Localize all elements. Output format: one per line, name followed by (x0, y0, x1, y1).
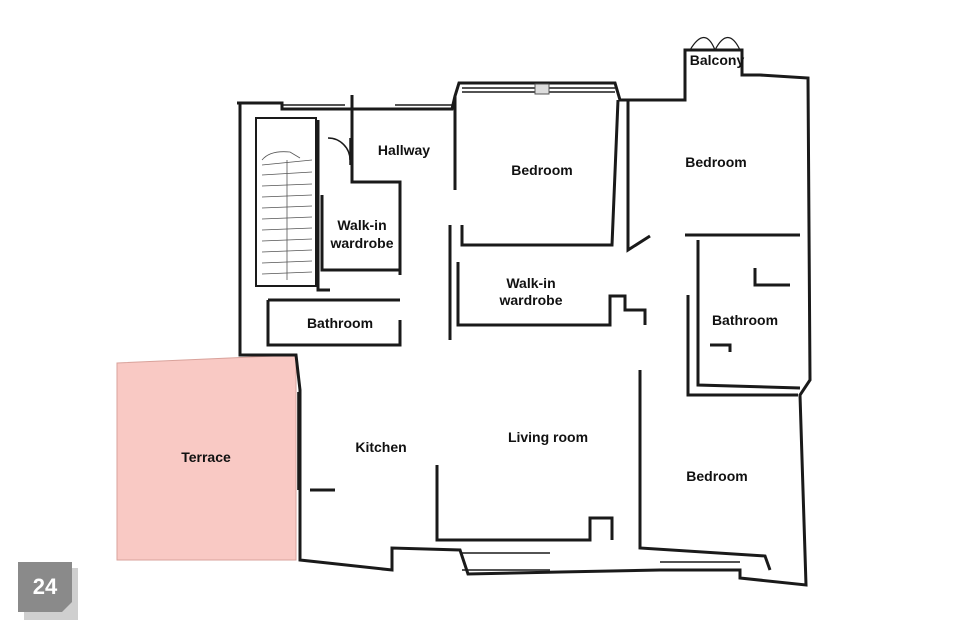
page-number-badge (18, 562, 78, 620)
page-number: 24 (32, 574, 58, 599)
windows (282, 83, 740, 571)
room-label-walkin-2-line1: Walk-in (506, 275, 555, 291)
room-label-bathroom-2: Bathroom (712, 312, 778, 328)
room-label-kitchen: Kitchen (355, 439, 406, 455)
room-label-bathroom-1: Bathroom (307, 315, 373, 331)
room-label-terrace: Terrace (181, 449, 231, 465)
room-label-balcony: Balcony (690, 52, 745, 68)
stairwell (255, 117, 317, 287)
room-label-walkin-1-line2: wardrobe (329, 235, 393, 251)
door-swings (327, 36, 741, 165)
room-label-bedroom-3: Bedroom (686, 468, 747, 484)
room-label-bedroom-2: Bedroom (685, 154, 746, 170)
room-label-bedroom-1: Bedroom (511, 162, 572, 178)
room-label-hallway: Hallway (378, 142, 430, 158)
room-label-living-room: Living room (508, 429, 588, 445)
outer-wall (237, 48, 812, 587)
room-label-walkin-2-line2: wardrobe (498, 292, 562, 308)
interior-walls (266, 95, 801, 571)
terrace-area (116, 354, 297, 561)
room-label-walkin-1-line1: Walk-in (337, 217, 386, 233)
